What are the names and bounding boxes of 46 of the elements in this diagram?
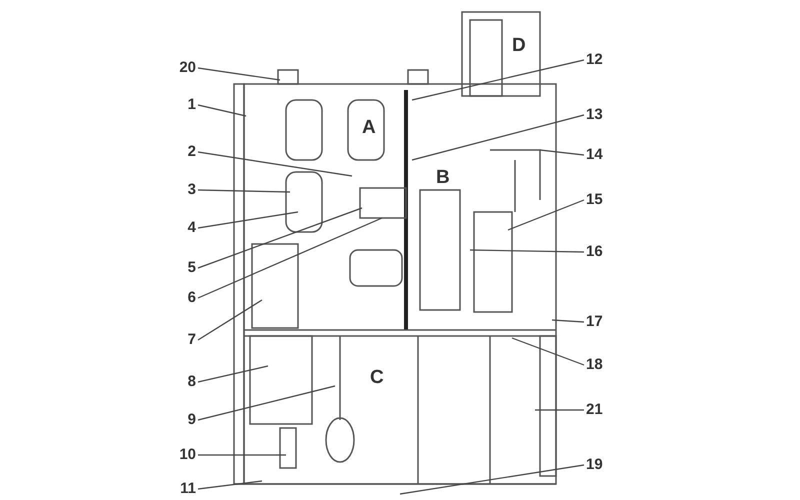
callout-number: 18	[586, 356, 603, 374]
leader-line	[512, 337, 584, 366]
leader-line	[198, 300, 262, 340]
compartment-letter: B	[436, 168, 450, 188]
callout-number: 7	[188, 331, 196, 349]
callout-number: 21	[586, 401, 603, 419]
leader-line	[198, 365, 268, 383]
callout-number: 1	[188, 96, 196, 114]
callout-number: 8	[188, 373, 196, 391]
leader-line	[412, 59, 584, 101]
callout-number: 2	[188, 143, 196, 161]
leader-line	[198, 104, 246, 117]
leader-line	[540, 149, 584, 156]
compartment-letter: D	[512, 36, 526, 56]
leader-line	[552, 319, 584, 323]
leader-line	[198, 189, 290, 193]
leader-line	[412, 114, 584, 161]
leader-line	[535, 409, 584, 411]
callout-number: 10	[179, 446, 196, 464]
callout-number: 11	[180, 480, 196, 498]
leader-line	[198, 385, 336, 421]
compartment-letter: A	[362, 118, 376, 138]
leader-line	[198, 207, 362, 269]
callout-number: 3	[188, 181, 196, 199]
leader-line	[198, 151, 352, 177]
callout-number: 12	[586, 51, 603, 69]
leader-line	[470, 249, 584, 253]
callout-number: 4	[188, 219, 196, 237]
compartment-letter: C	[370, 368, 384, 388]
callout-number: 16	[586, 243, 603, 261]
callout-number: 5	[188, 259, 196, 277]
callout-number: 15	[586, 191, 603, 209]
callout-number: 6	[188, 289, 196, 307]
leader-line	[198, 67, 280, 81]
callout-number: 13	[586, 106, 603, 124]
leader-line	[400, 464, 584, 495]
callout-number: 9	[188, 411, 196, 429]
callout-number: 17	[586, 313, 603, 331]
leader-line	[508, 199, 584, 231]
leader-line	[198, 480, 262, 490]
leader-line	[198, 217, 382, 299]
leader-line	[198, 454, 286, 456]
callout-number: 19	[586, 456, 603, 474]
callout-number: 20	[179, 59, 196, 77]
leader-line	[198, 211, 298, 229]
callout-number: 14	[586, 146, 603, 164]
